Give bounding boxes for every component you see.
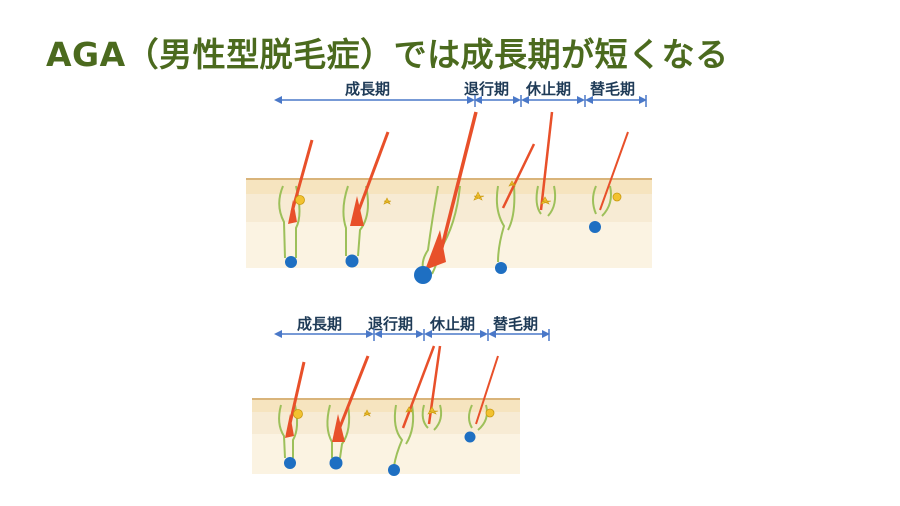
normal-follicle-4 bbox=[495, 143, 536, 274]
aga-exogen-label: 替毛期 bbox=[493, 315, 539, 333]
normal-follicle-3 bbox=[414, 111, 485, 284]
normal-exogen-label: 替毛期 bbox=[590, 80, 636, 98]
normal-follicle-6 bbox=[589, 131, 629, 233]
normal-follicle-1 bbox=[278, 139, 314, 268]
normal-catagen-label: 退行期 bbox=[464, 80, 510, 98]
aga-telogen-label: 休止期 bbox=[430, 315, 476, 333]
normal-anagen-label: 成長期 bbox=[345, 80, 391, 98]
aga-follicle-1 bbox=[278, 361, 306, 469]
slide-title: AGA（男性型脱毛症）では成長期が短くなる bbox=[46, 35, 729, 74]
normal-phase-arrows bbox=[274, 95, 647, 107]
aga-follicle-3 bbox=[388, 345, 436, 476]
aga-follicle-5 bbox=[464, 355, 499, 443]
normal-follicles bbox=[278, 111, 629, 284]
normal-follicle-5 bbox=[535, 111, 557, 217]
normal-telogen-label: 休止期 bbox=[526, 80, 572, 98]
aga-catagen-label: 退行期 bbox=[368, 315, 414, 333]
normal-follicle-2 bbox=[342, 131, 392, 268]
normal-skin-section bbox=[246, 178, 652, 268]
aga-follicles bbox=[278, 345, 499, 476]
aga-follicle-2 bbox=[326, 355, 372, 470]
aga-anagen-label: 成長期 bbox=[297, 315, 343, 333]
aga-follicle-4 bbox=[421, 345, 443, 431]
aga-phase-arrows bbox=[274, 329, 550, 341]
